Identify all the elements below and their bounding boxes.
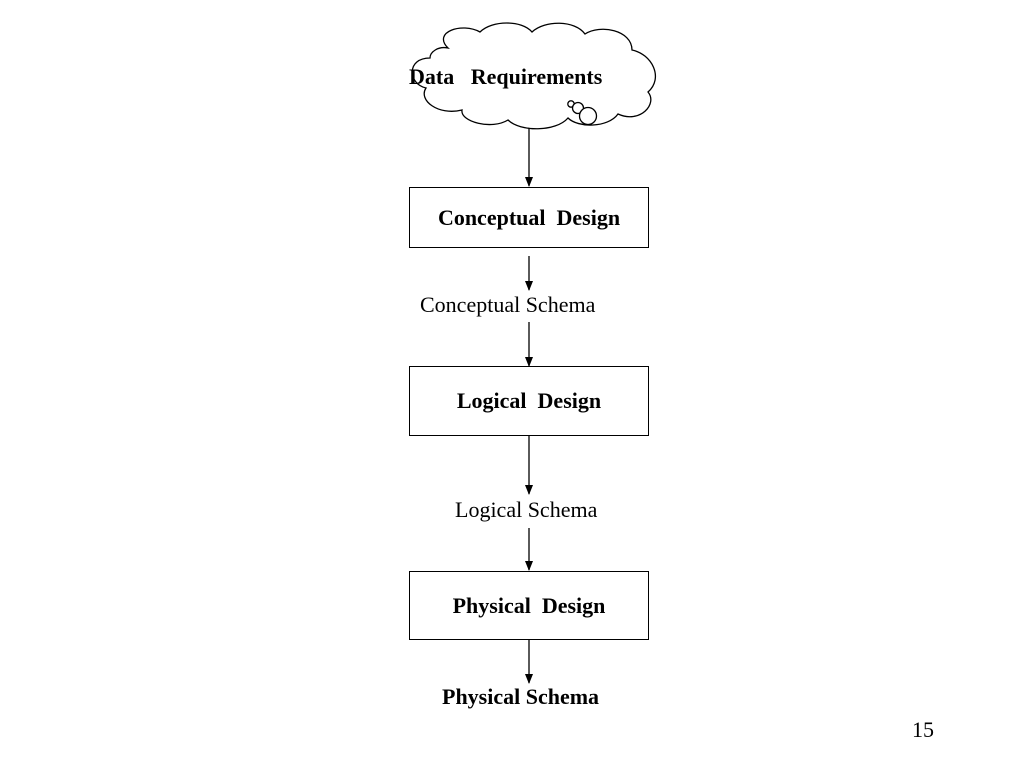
data-requirements-label: Data Requirements	[409, 64, 603, 89]
logical-design-box: Logical Design	[409, 366, 649, 436]
thought-cloud	[411, 22, 657, 130]
page-number: 15	[912, 717, 934, 742]
physical-design-box: Physical Design	[409, 571, 649, 640]
logical-schema-label: Logical Schema	[455, 497, 598, 522]
physical-design-label: Physical Design	[452, 592, 606, 618]
conceptual-schema-label: Conceptual Schema	[420, 292, 596, 317]
conceptual-design-box: Conceptual Design	[409, 187, 649, 248]
conceptual-design-label: Conceptual Design	[437, 204, 621, 230]
logical-design-label: Logical Design	[456, 388, 602, 413]
physical-schema-label: Physical Schema	[442, 684, 600, 709]
